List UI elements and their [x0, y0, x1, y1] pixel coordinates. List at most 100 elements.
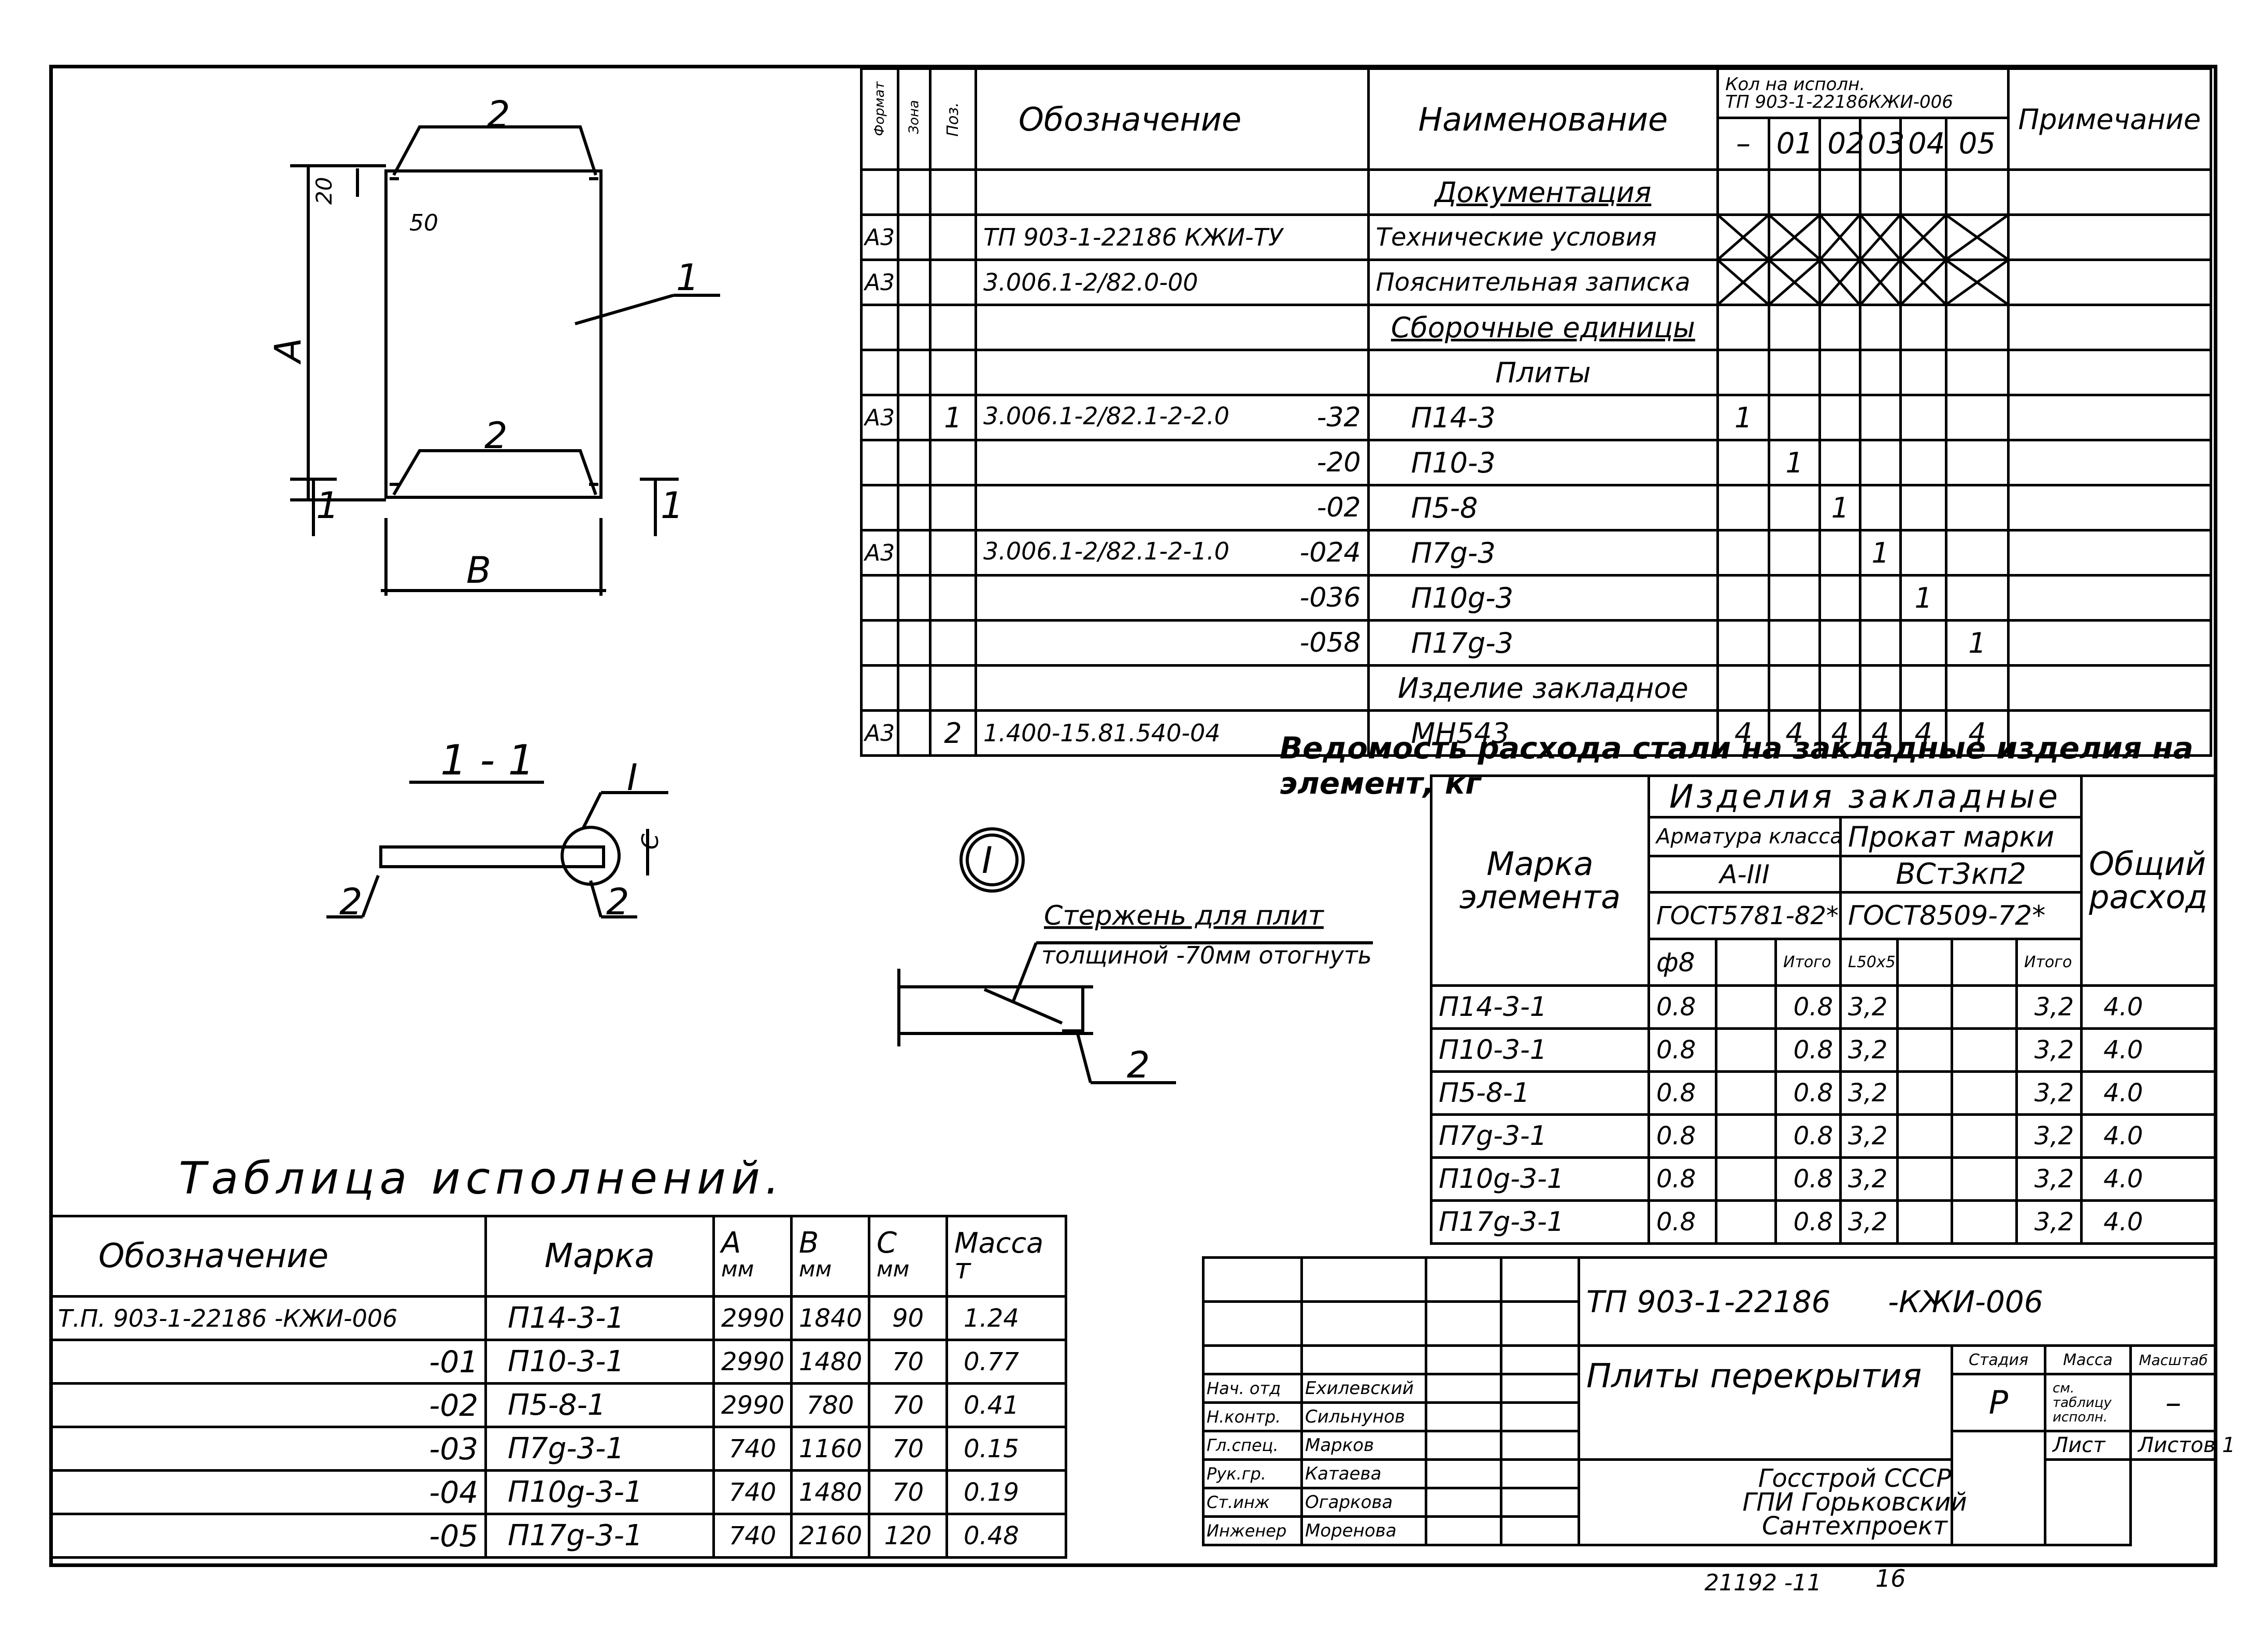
spec-cell-qty — [1899, 619, 1948, 667]
spec-cell-qty — [1945, 304, 2010, 351]
footer-code: 21192 -11 — [1704, 1570, 1822, 1596]
spec-cell-format: А3 — [860, 258, 899, 306]
spec-cell-qty: 1 — [1716, 394, 1770, 441]
spec-row: Сборочные единицы — [860, 304, 2213, 351]
spec-header-note: Примечание — [2007, 67, 2213, 171]
spec-cell-qty: 1 — [1859, 529, 1902, 577]
steel-cell-empty — [1715, 984, 1777, 1030]
spec-cell-qty — [1818, 394, 1862, 441]
spec-cell-qty — [1899, 304, 1948, 351]
exec-cell-c: 70 — [868, 1339, 948, 1385]
spec-cell-name: П7g-3 — [1367, 529, 1720, 577]
tb-date — [1500, 1373, 1580, 1404]
tb-scale: – — [2129, 1373, 2217, 1432]
spec-header-name: Наименование — [1367, 67, 1720, 171]
spec-cell-note — [2007, 484, 2213, 531]
spec-cell-name: Сборочные единицы — [1367, 304, 1720, 351]
spec-cell-qty — [1859, 484, 1902, 531]
steel-cell-phi8: 0.8 — [1647, 1070, 1717, 1116]
steel-cell-total: 4.0 — [2080, 984, 2218, 1030]
steel-cell-itogo-1: 0.8 — [1774, 1027, 1842, 1073]
spec-cell-qty — [1945, 213, 2010, 261]
spec-cell-designation: ТП 903-1-22186 КЖИ-ТУ — [975, 213, 1370, 261]
tb-role: Ст.инж — [1202, 1487, 1303, 1518]
steel-cell-total: 4.0 — [2080, 1027, 2218, 1073]
spec-cell-qty — [1767, 574, 1822, 622]
exec-cell-b: 780 — [790, 1382, 870, 1428]
spec-cell-qty — [1859, 439, 1902, 486]
steel-cell-itogo-1: 0.8 — [1774, 1113, 1842, 1159]
steel-cell-total: 4.0 — [2080, 1113, 2218, 1159]
exec-cell-c: 70 — [868, 1382, 948, 1428]
spec-cell-name: Изделие закладное — [1367, 664, 1720, 712]
tb-signature — [1425, 1430, 1502, 1461]
spec-cell-pos — [928, 213, 978, 261]
steel-cell-total: 4.0 — [2080, 1156, 2218, 1202]
spec-cell-pos — [928, 574, 978, 622]
spec-cell-format — [860, 168, 899, 216]
steel-cell-mark: П10g-3-1 — [1430, 1156, 1650, 1202]
spec-cell-qty: 1 — [1818, 484, 1862, 531]
spec-cell-zone — [896, 664, 932, 712]
steel-header-items: Изделия закладные — [1647, 774, 2083, 818]
spec-cell-qty: 4 — [1945, 709, 2010, 757]
steel-cell-empty — [1715, 1113, 1777, 1159]
spec-cell-qty — [1899, 439, 1948, 486]
dim-top-label: 2 — [487, 93, 510, 136]
spec-cell-designation: -02 — [975, 484, 1370, 531]
spec-cell-qty — [1859, 619, 1902, 667]
tb-scale-header: Масштаб — [2129, 1344, 2217, 1375]
spec-cell-qty — [1859, 574, 1902, 622]
steel-cell-itogo-1: 0.8 — [1774, 1156, 1842, 1202]
spec-cell-qty — [1818, 529, 1862, 577]
spec-cell-designation — [975, 664, 1370, 712]
spec-cell-qty: 1 — [1899, 574, 1948, 622]
spec-cell-pos — [928, 349, 978, 396]
tb-code: ТП 903-1-22186 -КЖИ-006 — [1578, 1256, 2217, 1347]
tb-person-name: Ехилевский — [1300, 1373, 1427, 1404]
label-2-mid: 2 — [484, 414, 508, 457]
spec-cell-designation: 3.006.1-2/82.1-2-1.0-024 — [975, 529, 1370, 577]
spec-qty-col-header: 01 — [1767, 117, 1822, 171]
spec-cell-qty: 4 — [1899, 709, 1948, 757]
dim-b-label: В — [466, 549, 491, 592]
section-callout-I: I — [627, 756, 638, 799]
plate-plan-outline — [384, 169, 603, 499]
spec-cell-qty — [1767, 529, 1822, 577]
spec-cell-format — [860, 574, 899, 622]
tb-role: Рук.гр. — [1202, 1458, 1303, 1489]
spec-cell-qty — [1818, 664, 1862, 712]
exec-cell-a: 740 — [712, 1513, 793, 1559]
specification-table: Формат Зона Поз. Обозначение Наименовани… — [860, 67, 2213, 757]
spec-cell-pos — [928, 168, 978, 216]
rod-note-1: Стержень для плит — [1044, 900, 1325, 931]
spec-cell-qty — [1859, 664, 1902, 712]
spec-cell-qty — [1818, 574, 1862, 622]
spec-cell-name: Документация — [1367, 168, 1720, 216]
spec-cell-qty — [1767, 349, 1822, 396]
spec-cell-qty — [1899, 664, 1948, 712]
spec-cell-format: А3 — [860, 394, 899, 441]
spec-cell-note — [2007, 574, 2213, 622]
steel-cell-itogo-2: 3,2 — [2015, 1199, 2083, 1245]
steel-cell-l50: 3,2 — [1839, 984, 1899, 1030]
steel-table: Марка элемента Изделия закладные Общий р… — [1430, 774, 2218, 1245]
steel-header-rebar-gost: ГОСТ5781-82* — [1647, 891, 1842, 940]
spec-cell-qty — [1945, 484, 2010, 531]
steel-cell-empty — [1951, 1027, 2018, 1073]
steel-cell-l50: 3,2 — [1839, 1199, 1899, 1245]
steel-header-rolled-gost: ГОСТ8509-72* — [1839, 891, 2083, 940]
steel-cell-empty — [1715, 1156, 1777, 1202]
spec-cell-qty — [1818, 258, 1862, 306]
spec-cell-qty — [1899, 529, 1948, 577]
footer-page: 16 — [1875, 1564, 1906, 1592]
